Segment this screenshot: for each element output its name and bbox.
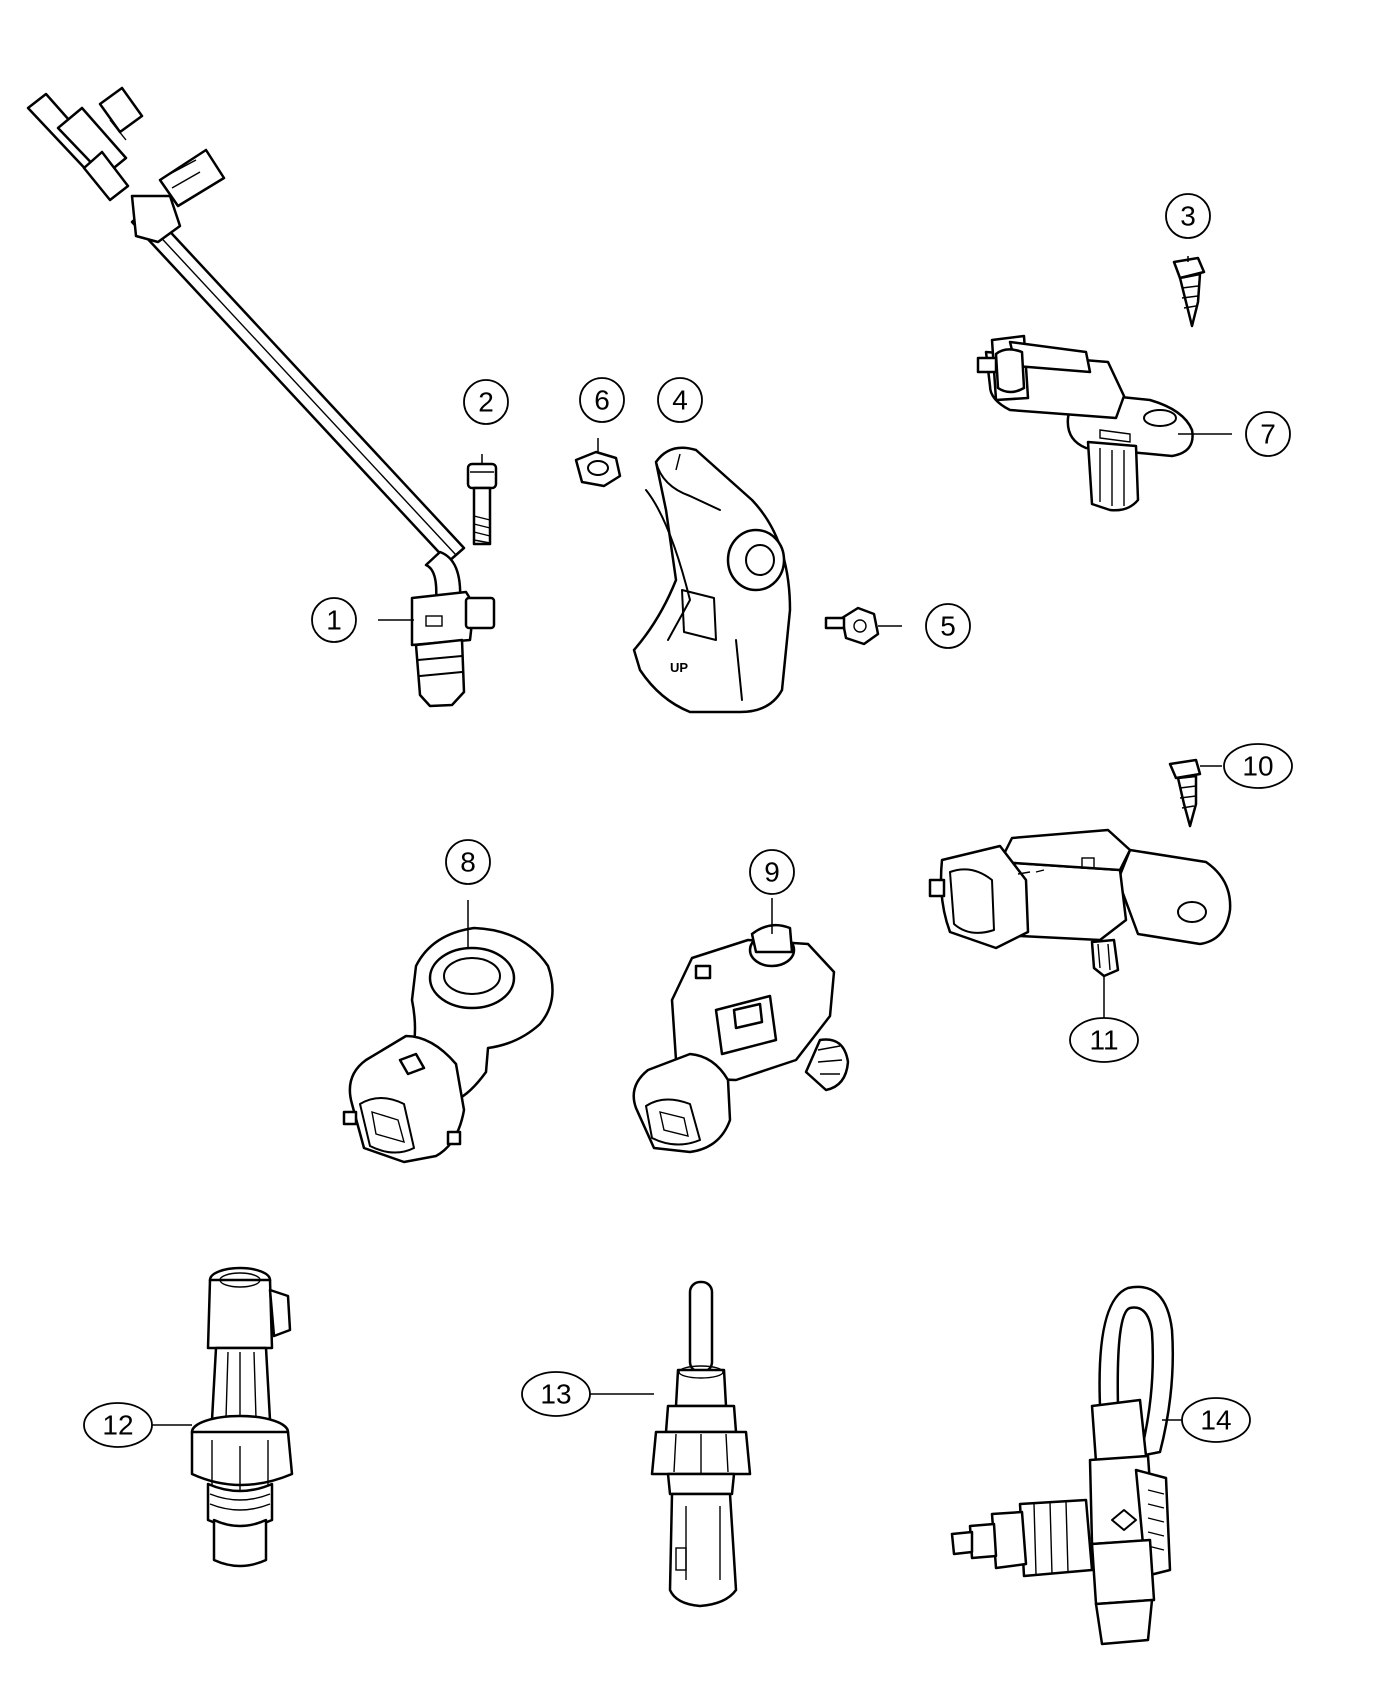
part-knock-sensor[interactable] <box>342 926 554 1164</box>
callout-11[interactable]: 11 <box>1069 1017 1139 1063</box>
callout-14-label: 14 <box>1200 1405 1231 1436</box>
part-fuel-pressure-sensor[interactable] <box>950 1285 1175 1646</box>
callout-6-label: 6 <box>594 385 610 416</box>
callout-6[interactable]: 6 <box>579 377 625 423</box>
callout-2[interactable]: 2 <box>463 379 509 425</box>
callout-1-label: 1 <box>326 605 342 636</box>
part-camshaft-position-sensor[interactable] <box>976 334 1194 512</box>
callout-7-label: 7 <box>1260 419 1276 450</box>
callouts: 1 2 3 4 5 6 7 8 <box>83 193 1293 1448</box>
part-coolant-temperature-sensor[interactable] <box>650 1280 752 1608</box>
callout-10-label: 10 <box>1242 751 1273 782</box>
callout-10[interactable]: 10 <box>1223 743 1293 789</box>
callout-9-label: 9 <box>764 857 780 888</box>
callout-11-label: 11 <box>1089 1025 1118 1056</box>
part-oil-pressure-switch[interactable] <box>190 1266 294 1568</box>
part-boost-pressure-sensor[interactable] <box>928 828 1232 978</box>
leader-4 <box>675 453 681 471</box>
callout-12[interactable]: 12 <box>83 1402 153 1448</box>
part-nut-6[interactable] <box>574 450 622 488</box>
callout-12-label: 12 <box>102 1410 133 1441</box>
callout-7[interactable]: 7 <box>1245 411 1291 457</box>
callout-2-label: 2 <box>478 387 494 418</box>
part-bolt-5[interactable] <box>824 606 880 646</box>
callout-13[interactable]: 13 <box>521 1371 591 1417</box>
callout-14[interactable]: 14 <box>1181 1397 1251 1443</box>
part-screw-3[interactable] <box>1172 256 1206 328</box>
callout-9[interactable]: 9 <box>749 849 795 895</box>
callout-8[interactable]: 8 <box>445 839 491 885</box>
leader-lines <box>150 256 1232 1426</box>
part-screw-10[interactable] <box>1168 758 1202 828</box>
part-bolt-2[interactable] <box>466 462 498 546</box>
callout-3-label: 3 <box>1180 201 1196 232</box>
callout-5[interactable]: 5 <box>925 603 971 649</box>
callout-4[interactable]: 4 <box>657 377 703 423</box>
part-crankshaft-position-sensor[interactable] <box>26 86 496 708</box>
part-map-sensor[interactable] <box>632 923 850 1154</box>
part-bracket-4[interactable]: UP <box>632 446 792 714</box>
callout-3[interactable]: 3 <box>1165 193 1211 239</box>
callout-1[interactable]: 1 <box>311 597 357 643</box>
callout-8-label: 8 <box>460 847 476 878</box>
callout-13-label: 13 <box>540 1379 571 1410</box>
callout-5-label: 5 <box>940 611 956 642</box>
bracket-imprint: UP <box>670 660 688 675</box>
callout-4-label: 4 <box>672 385 688 416</box>
